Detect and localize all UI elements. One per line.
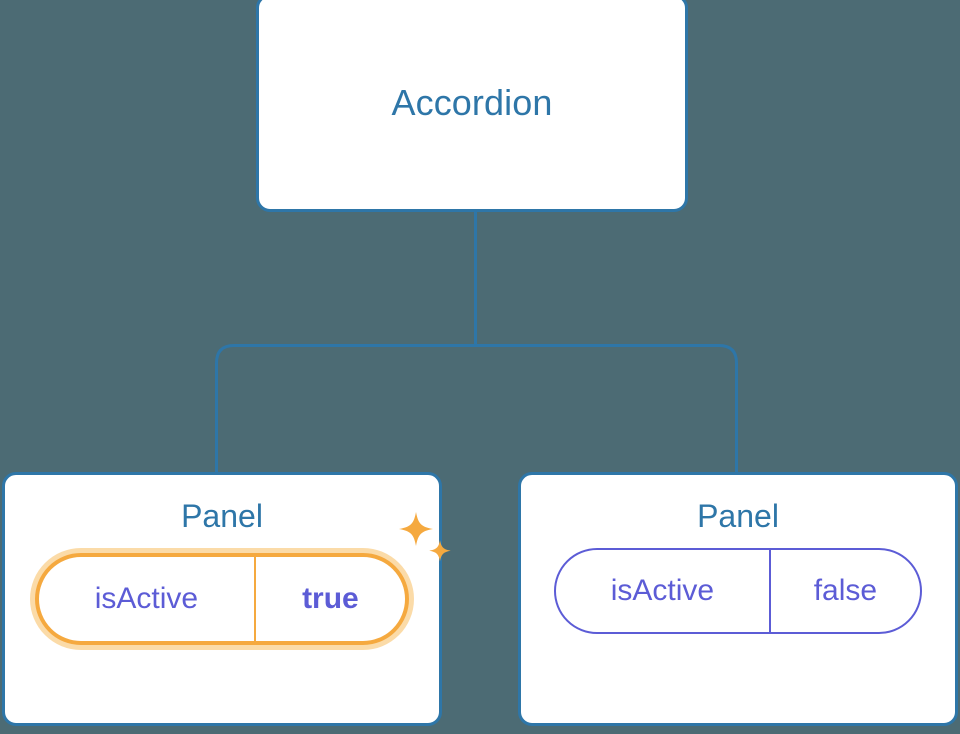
node-accordion[interactable]: Accordion bbox=[256, 0, 688, 212]
prop-pill-left[interactable]: isActive true bbox=[35, 553, 409, 646]
sparkle-small-icon bbox=[429, 540, 451, 562]
sparkle-icon bbox=[399, 512, 451, 562]
prop-pill-left-wrap: isActive true bbox=[30, 512, 451, 651]
connector-branch-left bbox=[215, 344, 476, 474]
sparkle-large-icon bbox=[399, 512, 433, 547]
node-accordion-title: Accordion bbox=[391, 82, 553, 124]
node-panel-right-title: Panel bbox=[697, 498, 779, 534]
connector-branch-right bbox=[475, 344, 738, 474]
prop-value-right: false bbox=[768, 550, 920, 633]
prop-key-right: isActive bbox=[610, 574, 715, 608]
node-panel-left[interactable]: Panel isActive true bbox=[2, 472, 451, 726]
node-panel-left-title: Panel bbox=[181, 498, 263, 534]
prop-pill-right-wrap: isActive false bbox=[554, 548, 922, 635]
node-panel-right[interactable]: Panel isActive false bbox=[518, 472, 958, 726]
prop-key-left: isActive bbox=[94, 582, 199, 616]
prop-value-left: true bbox=[253, 557, 405, 642]
prop-pill-highlight-glow: isActive true bbox=[30, 548, 414, 651]
prop-pill-right[interactable]: isActive false bbox=[554, 548, 922, 635]
